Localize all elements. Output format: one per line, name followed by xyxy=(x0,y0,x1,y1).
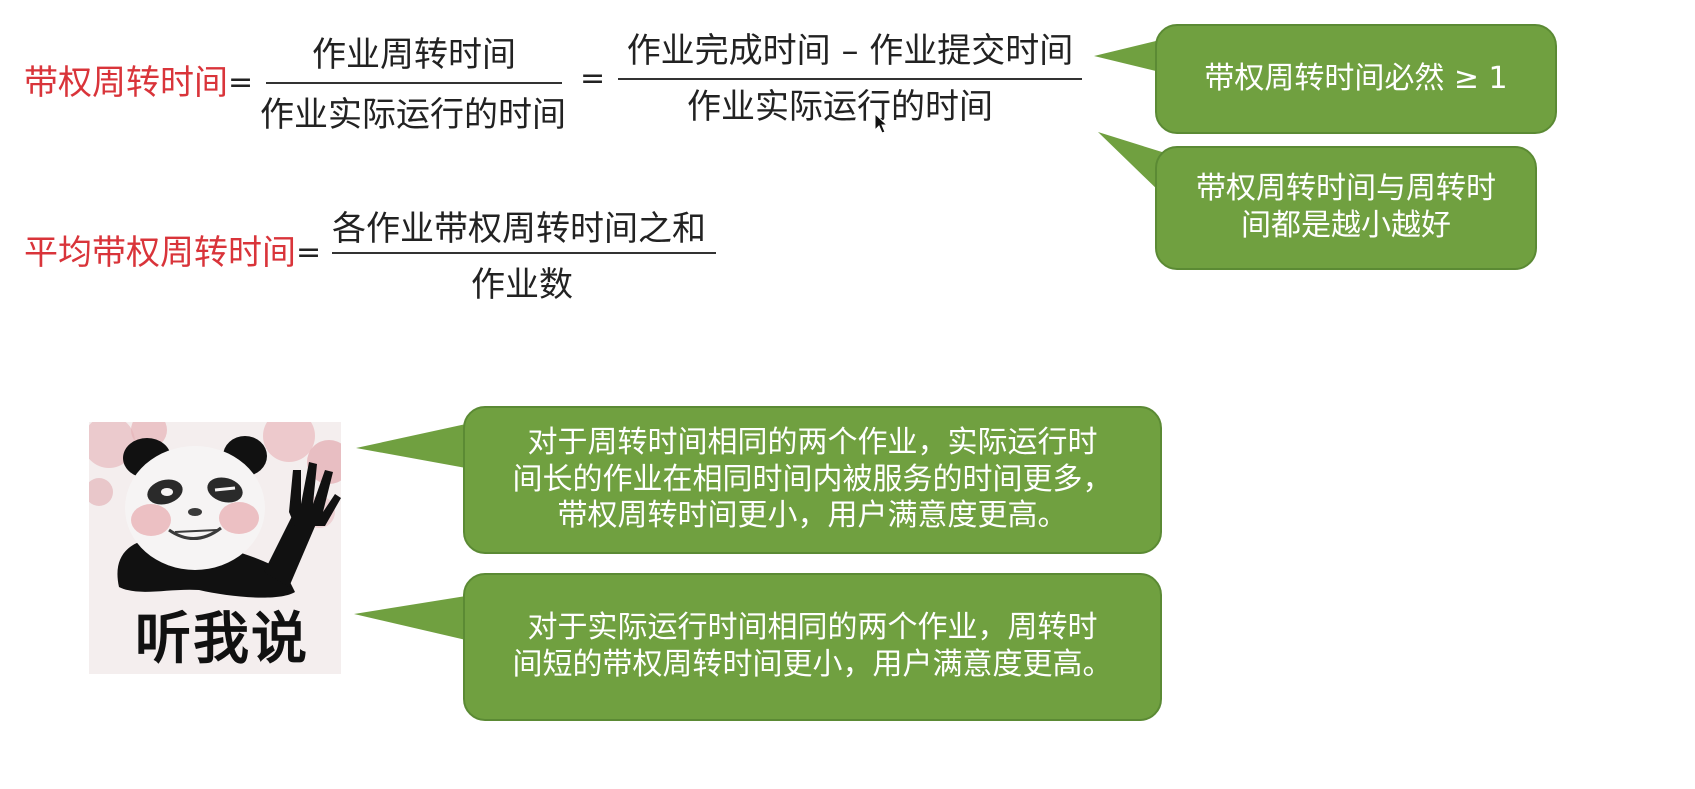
equals-sign-3: = xyxy=(296,235,322,270)
callout-same-runtime-line1: 对于实际运行时间相同的两个作业，周转时 xyxy=(527,610,1098,646)
callout-same-turnaround-line1: 对于周转时间相同的两个作业，实际运行时 xyxy=(527,425,1098,461)
callout-ge1-text: 带权周转时间必然 ≥ 1 xyxy=(1204,60,1508,96)
fraction3-bar xyxy=(332,252,716,254)
callout-same-turnaround-line3: 带权周转时间更小，用户满意度更高。 xyxy=(557,498,1068,534)
callout-tail-ge1 xyxy=(1094,40,1160,72)
callout-smaller-better-line1: 带权周转时间与周转时 xyxy=(1196,171,1496,207)
avg-weighted-turnaround-label: 平均带权周转时间 xyxy=(24,233,296,273)
panda-meme-drawing xyxy=(89,422,341,598)
equals-sign-2: = xyxy=(580,61,606,96)
callout-tail-smaller-better xyxy=(1098,132,1162,194)
panda-meme-image: 听我说 xyxy=(89,422,341,674)
callout-smaller-better: 带权周转时间与周转时 间都是越小越好 xyxy=(1155,146,1537,270)
mouse-cursor-icon xyxy=(874,113,888,134)
equals-sign: = xyxy=(228,65,254,100)
callout-tail-same-turnaround xyxy=(356,424,466,468)
fraction1-bar xyxy=(266,82,562,84)
callout-tail-same-runtime xyxy=(354,596,466,640)
callout-same-runtime-line2: 间短的带权周转时间更小，用户满意度更高。 xyxy=(512,647,1113,682)
callout-ge1: 带权周转时间必然 ≥ 1 xyxy=(1155,24,1557,134)
fraction3-numerator: 各作业带权周转时间之和 xyxy=(332,209,706,249)
fraction2-denominator: 作业实际运行的时间 xyxy=(687,87,993,127)
callout-same-turnaround: 对于周转时间相同的两个作业，实际运行时 间长的作业在相同时间内被服务的时间更多，… xyxy=(463,406,1162,554)
fraction2-numerator: 作业完成时间 – 作业提交时间 xyxy=(626,31,1074,71)
callout-same-turnaround-line2: 间长的作业在相同时间内被服务的时间更多， xyxy=(512,461,1113,497)
fraction1-numerator: 作业周转时间 xyxy=(312,35,516,75)
fraction1-denominator: 作业实际运行的时间 xyxy=(260,95,566,135)
callout-smaller-better-line2: 间都是越小越好 xyxy=(1241,208,1451,243)
weighted-turnaround-label: 带权周转时间 xyxy=(24,63,228,103)
callout-same-runtime: 对于实际运行时间相同的两个作业，周转时 间短的带权周转时间更小，用户满意度更高。 xyxy=(463,573,1162,721)
fraction2-bar xyxy=(618,78,1082,80)
meme-caption: 听我说 xyxy=(135,607,309,672)
fraction3-denominator: 作业数 xyxy=(471,265,573,305)
